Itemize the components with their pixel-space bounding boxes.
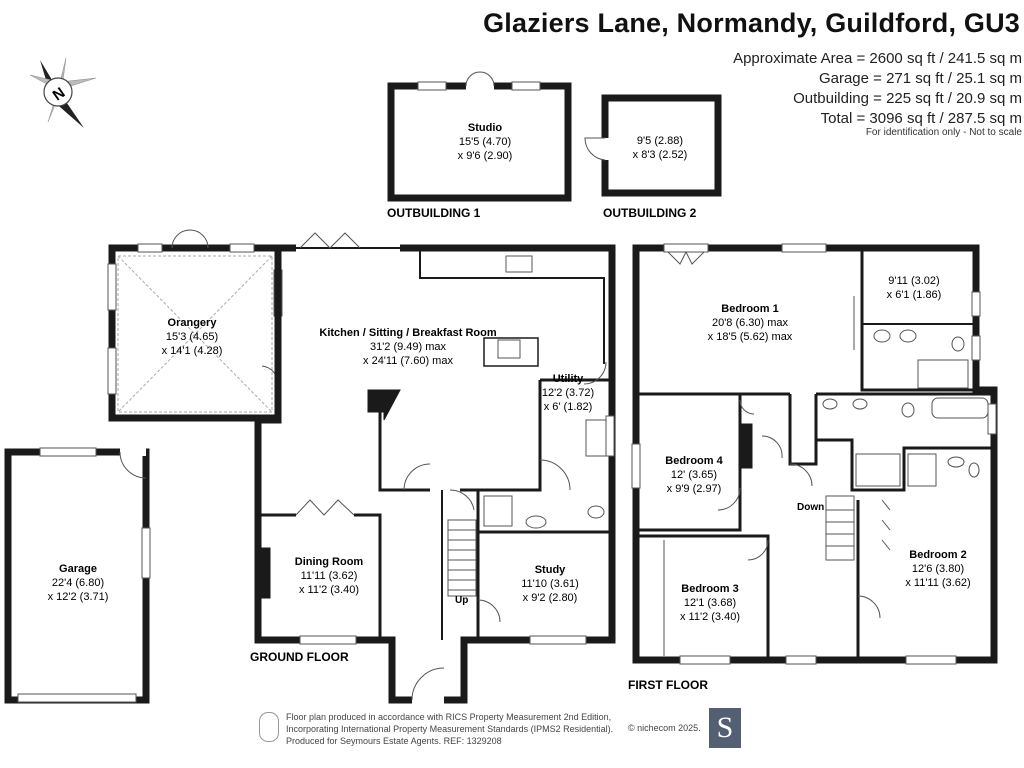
outbuilding-2-dim2: x 8'3 (2.52)	[633, 149, 688, 161]
outbuilding-2-dim1: 9'5 (2.88)	[637, 135, 683, 147]
bedroom2-dim2: x 11'11 (3.62)	[905, 577, 970, 589]
kitchen-dim2: x 24'11 (7.60) max	[363, 355, 453, 367]
bedroom3-dim1: 12'1 (3.68)	[684, 597, 736, 609]
studio-dim2: x 9'6 (2.90)	[458, 150, 513, 162]
property-title: Glaziers Lane, Normandy, Guildford, GU3	[483, 8, 1020, 38]
kitchen-dim1: 31'2 (9.49) max	[370, 341, 447, 353]
bedroom1-name: Bedroom 1	[721, 303, 778, 315]
orangery-name: Orangery	[168, 317, 218, 329]
footer-line: Produced for Seymours Estate Agents. REF…	[286, 736, 502, 746]
ground-floor	[107, 229, 616, 704]
studio-dim1: 15'5 (4.70)	[459, 136, 511, 148]
area-line: Total = 3096 sq ft / 287.5 sq m	[820, 110, 1022, 127]
area-summary: Approximate Area = 2600 sq ft / 241.5 sq…	[640, 49, 1022, 129]
utility-dim1: 12'2 (3.72)	[542, 387, 594, 399]
first-floor	[631, 243, 998, 665]
closet-dim1: 9'11 (3.02)	[888, 275, 939, 287]
utility-dim2: x 6' (1.82)	[544, 401, 593, 413]
bedroom1-dim1: 20'8 (6.30) max	[712, 317, 789, 329]
person-icon	[259, 712, 279, 742]
area-line: Approximate Area = 2600 sq ft / 241.5 sq…	[733, 50, 1022, 67]
outbuilding-1	[387, 71, 572, 202]
studio-name: Studio	[468, 122, 502, 134]
agent-logo: S	[709, 708, 741, 748]
study-dim1: 11'10 (3.61)	[521, 578, 579, 590]
bedroom2-dim1: 12'6 (3.80)	[912, 563, 964, 575]
outbuilding-2-label: OUTBUILDING 2	[603, 206, 697, 220]
dining-dim2: x 11'2 (3.40)	[299, 584, 359, 596]
closet-dim2: x 6'1 (1.86)	[887, 289, 942, 301]
bedroom2-name: Bedroom 2	[909, 549, 966, 561]
garage-dim1: 22'4 (6.80)	[52, 577, 104, 589]
garage	[4, 447, 151, 704]
stairs-down-label: Down	[797, 502, 824, 513]
orangery-dim2: x 14'1 (4.28)	[162, 345, 223, 357]
first-floor-label: FIRST FLOOR	[628, 678, 708, 692]
area-line: Garage = 271 sq ft / 25.1 sq m	[818, 70, 1022, 87]
study-dim2: x 9'2 (2.80)	[523, 592, 578, 604]
footer-text: Floor plan produced in accordance with R…	[286, 711, 646, 747]
ground-floor-label: GROUND FLOOR	[250, 650, 349, 664]
copyright: © nichecom 2025.	[628, 723, 701, 733]
study-name: Study	[535, 564, 566, 576]
utility-name: Utility	[553, 373, 584, 385]
bedroom3-name: Bedroom 3	[681, 583, 738, 595]
footer-line: Floor plan produced in accordance with R…	[286, 712, 612, 722]
dining-dim1: 11'11 (3.62)	[301, 570, 358, 582]
garage-name: Garage	[59, 563, 97, 575]
bedroom1-dim2: x 18'5 (5.62) max	[708, 331, 793, 343]
outbuilding-2	[584, 94, 722, 197]
outbuilding-1-label: OUTBUILDING 1	[387, 206, 481, 220]
bedroom3-dim2: x 11'2 (3.40)	[680, 611, 740, 623]
orangery-dim1: 15'3 (4.65)	[166, 331, 218, 343]
identification-note: For identification only - Not to scale	[865, 127, 1022, 138]
dining-name: Dining Room	[295, 556, 364, 568]
area-line: Outbuilding = 225 sq ft / 20.9 sq m	[793, 90, 1022, 107]
stairs-up-label: Up	[455, 595, 468, 606]
garage-dim2: x 12'2 (3.71)	[48, 591, 109, 603]
bedroom4-dim2: x 9'9 (2.97)	[667, 483, 722, 495]
kitchen-name: Kitchen / Sitting / Breakfast Room	[319, 327, 496, 339]
bedroom4-name: Bedroom 4	[665, 455, 723, 467]
bedroom4-dim1: 12' (3.65)	[671, 469, 717, 481]
compass: N	[29, 57, 97, 128]
footer-line: Incorporating International Property Mea…	[286, 724, 614, 734]
